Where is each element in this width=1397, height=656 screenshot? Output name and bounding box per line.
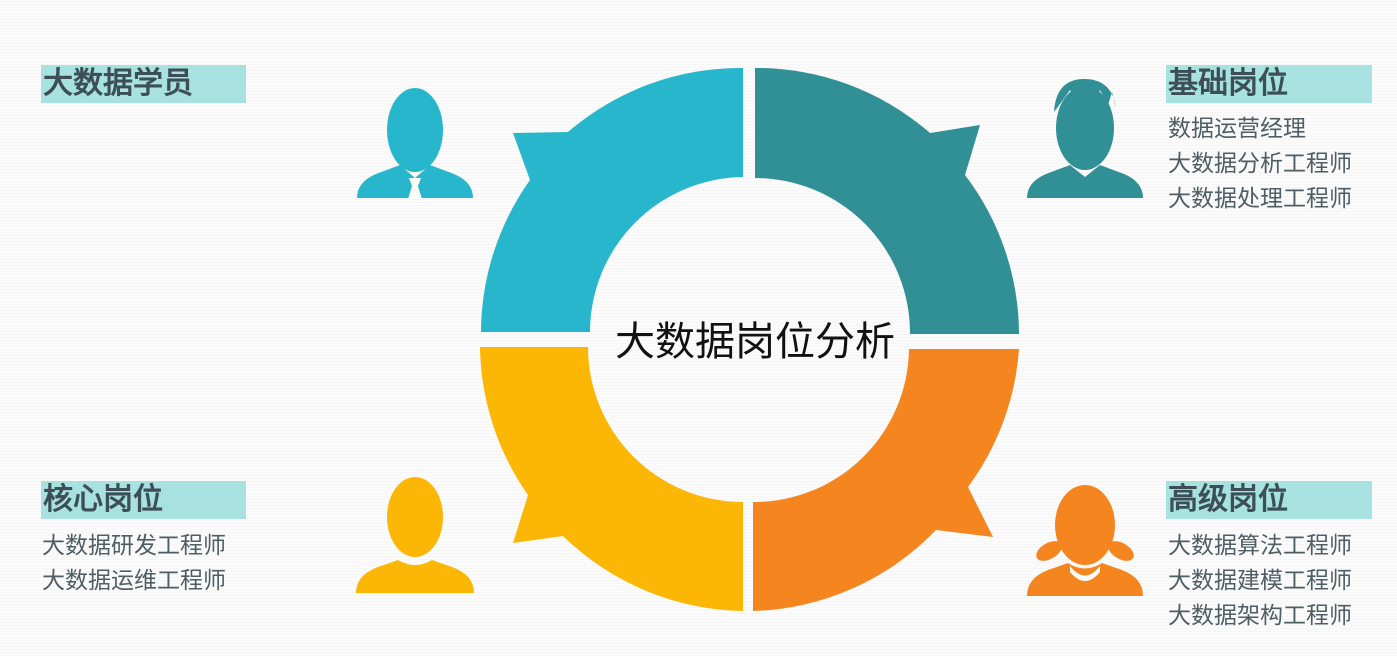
list-item: 大数据运维工程师: [42, 568, 226, 594]
list-top-right: 数据运营经理 大数据分析工程师 大数据处理工程师: [1168, 112, 1352, 217]
list-item: 大数据算法工程师: [1168, 533, 1352, 559]
list-bottom-left: 大数据研发工程师 大数据运维工程师: [42, 529, 226, 599]
woman-icon: [1027, 485, 1143, 596]
list-item: 大数据架构工程师: [1168, 603, 1352, 629]
businessman-icon: [357, 88, 473, 199]
heading-bottom-left: 核心岗位: [41, 481, 246, 519]
ring-segment-bottom-left: [480, 347, 743, 611]
list-bottom-right: 大数据算法工程师 大数据建模工程师 大数据架构工程师: [1168, 529, 1352, 634]
heading-top-right: 基础岗位: [1166, 65, 1372, 103]
ring-segment-top-right: [755, 67, 1019, 335]
list-item: 大数据研发工程师: [42, 533, 226, 559]
heading-bottom-right: 高级岗位: [1166, 481, 1372, 519]
person-icon: [356, 477, 474, 593]
list-item: 大数据处理工程师: [1168, 186, 1352, 212]
center-title: 大数据岗位分析: [615, 319, 895, 365]
list-item: 大数据建模工程师: [1168, 568, 1352, 594]
list-item: 大数据分析工程师: [1168, 151, 1352, 177]
list-item: 数据运营经理: [1168, 116, 1306, 142]
heading-top-left: 大数据学员: [41, 65, 246, 103]
ring-segment-bottom-right: [753, 349, 1019, 611]
ring-segment-top-left: [481, 67, 743, 332]
man-icon: [1027, 78, 1143, 198]
